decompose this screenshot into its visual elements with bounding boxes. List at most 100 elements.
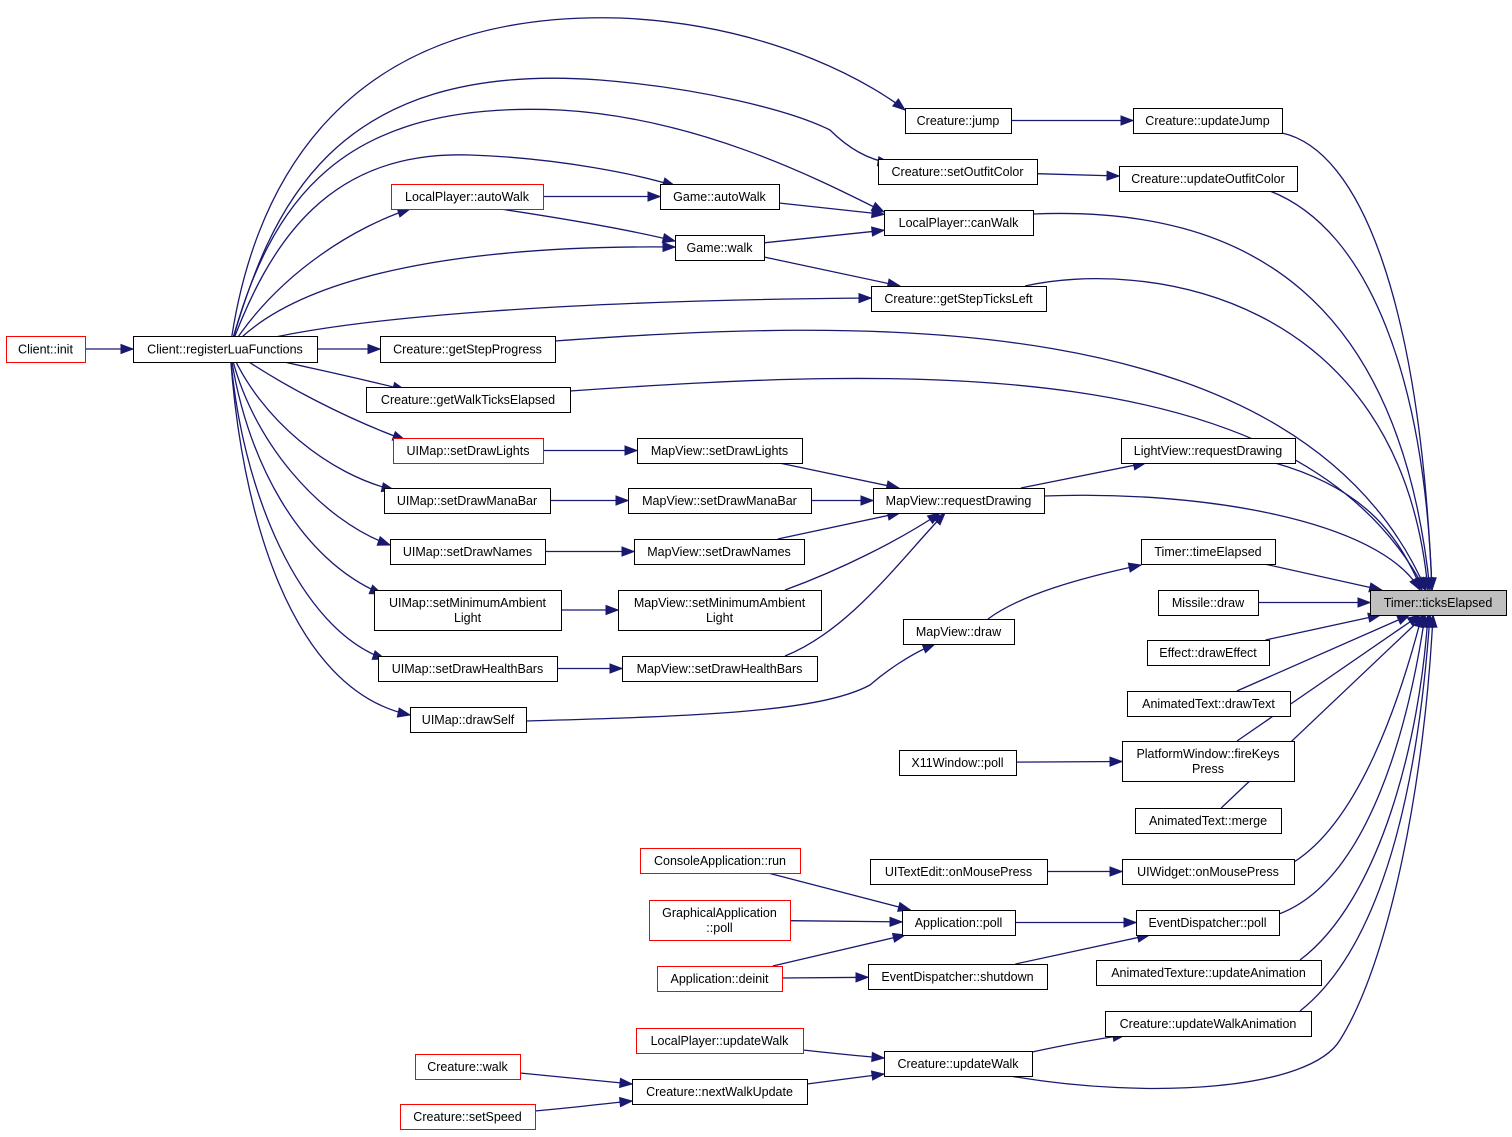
node-update-walk-anim[interactable]: Creature::updateWalkAnimation bbox=[1105, 1011, 1312, 1037]
node-console-run[interactable]: ConsoleApplication::run bbox=[640, 848, 801, 874]
node-x11-poll[interactable]: X11Window::poll bbox=[899, 750, 1017, 776]
edge-register-lua-to-get-step-ticks-left bbox=[229, 297, 872, 350]
node-uimap-set-draw-lights[interactable]: UIMap::setDrawLights bbox=[393, 438, 544, 464]
node-game-walk[interactable]: Game::walk bbox=[675, 235, 765, 261]
node-label: UIMap::drawSelf bbox=[422, 713, 515, 727]
node-next-walk-update[interactable]: Creature::nextWalkUpdate bbox=[632, 1079, 808, 1105]
arrowhead-game-walk bbox=[661, 232, 677, 244]
arrowhead-ticks-elapsed bbox=[1427, 613, 1438, 628]
edge-mv-request-to-ticks-elapsed bbox=[1043, 494, 1421, 591]
node-mv-set-health[interactable]: MapView::setDrawHealthBars bbox=[622, 656, 818, 682]
node-label: Light bbox=[454, 611, 482, 625]
node-app-poll[interactable]: Application::poll bbox=[902, 910, 1016, 936]
node-box bbox=[636, 1028, 804, 1054]
node-app-deinit[interactable]: Application::deinit bbox=[657, 966, 783, 992]
node-mv-set-draw-lights[interactable]: MapView::setDrawLights bbox=[637, 438, 803, 464]
node-label: Creature::updateOutfitColor bbox=[1131, 172, 1285, 186]
arrowhead-mv-set-mana bbox=[615, 495, 630, 506]
node-update-walk[interactable]: Creature::updateWalk bbox=[884, 1051, 1033, 1077]
node-box bbox=[1105, 1011, 1312, 1037]
node-label: UIMap::setMinimumAmbient bbox=[389, 596, 547, 610]
node-register-lua[interactable]: Client::registerLuaFunctions bbox=[133, 336, 318, 363]
node-time-elapsed[interactable]: Timer::timeElapsed bbox=[1141, 539, 1276, 565]
node-uimap-set-mana[interactable]: UIMap::setDrawManaBar bbox=[384, 488, 551, 514]
node-animtext-merge[interactable]: AnimatedText::merge bbox=[1135, 808, 1282, 834]
node-box bbox=[905, 108, 1012, 134]
node-mv-set-mana[interactable]: MapView::setDrawManaBar bbox=[628, 488, 812, 514]
node-update-jump[interactable]: Creature::updateJump bbox=[1133, 108, 1283, 134]
edge-update-walk-anim-to-ticks-elapsed bbox=[1299, 614, 1431, 1012]
node-anim-texture[interactable]: AnimatedTexture::updateAnimation bbox=[1096, 960, 1322, 986]
edge-effect-draw-to-ticks-elapsed bbox=[1265, 614, 1381, 641]
edge-mv-set-health-to-mv-request bbox=[784, 512, 946, 657]
arrowhead-update-outfit-color bbox=[1106, 170, 1121, 181]
node-mv-draw[interactable]: MapView::draw bbox=[903, 619, 1015, 645]
node-label: LocalPlayer::autoWalk bbox=[405, 190, 530, 204]
node-label: Creature::setSpeed bbox=[413, 1110, 521, 1124]
edge-get-walk-ticks-to-ticks-elapsed bbox=[569, 377, 1426, 591]
node-box bbox=[1147, 640, 1270, 666]
node-label: ConsoleApplication::run bbox=[654, 854, 786, 868]
arrowhead-mv-set-draw-lights bbox=[624, 445, 639, 456]
edge-mv-request-to-lightview-request bbox=[1020, 462, 1146, 489]
node-textedit-press[interactable]: UITextEdit::onMousePress bbox=[870, 859, 1048, 885]
arrowhead-mv-set-health bbox=[609, 663, 624, 674]
arrowhead-game-walk bbox=[662, 241, 677, 253]
edge-mv-set-ambient-to-mv-request bbox=[784, 512, 941, 591]
node-mv-request[interactable]: MapView::requestDrawing bbox=[873, 488, 1045, 514]
edge-set-speed-to-next-walk-update bbox=[534, 1100, 633, 1112]
arrowhead-update-walk bbox=[871, 1051, 886, 1063]
arrowhead-ticks-elapsed bbox=[1357, 597, 1372, 608]
edge-set-outfit-color-to-update-outfit-color bbox=[1036, 173, 1120, 177]
edge-x11-poll-to-fire-keys bbox=[1015, 760, 1123, 763]
arrowhead-mv-request bbox=[860, 495, 875, 506]
edge-get-step-ticks-left-to-ticks-elapsed bbox=[1024, 278, 1429, 591]
node-uimap-set-health[interactable]: UIMap::setDrawHealthBars bbox=[378, 656, 558, 682]
node-uimap-draw-self[interactable]: UIMap::drawSelf bbox=[410, 707, 527, 733]
arrowhead-lp-can-walk bbox=[871, 207, 886, 219]
node-set-outfit-color[interactable]: Creature::setOutfitColor bbox=[878, 159, 1038, 185]
edge-update-outfit-color-to-ticks-elapsed bbox=[1269, 190, 1433, 591]
edge-register-lua-to-game-auto-walk bbox=[229, 154, 676, 350]
arrowhead-get-step-ticks-left bbox=[858, 292, 873, 304]
node-dispatcher-shutdown[interactable]: EventDispatcher::shutdown bbox=[868, 964, 1048, 990]
arrowhead-mv-set-names bbox=[621, 546, 636, 557]
node-lp-can-walk[interactable]: LocalPlayer::canWalk bbox=[884, 210, 1034, 236]
node-lp-update-walk[interactable]: LocalPlayer::updateWalk bbox=[636, 1028, 804, 1054]
node-box bbox=[400, 1104, 536, 1130]
node-animtext-draw[interactable]: AnimatedText::drawText bbox=[1127, 691, 1291, 717]
edge-fire-keys-to-ticks-elapsed bbox=[1236, 614, 1421, 742]
node-set-speed[interactable]: Creature::setSpeed bbox=[400, 1104, 536, 1130]
node-effect-draw[interactable]: Effect::drawEffect bbox=[1147, 640, 1270, 666]
node-game-auto-walk[interactable]: Game::autoWalk bbox=[660, 184, 780, 210]
node-ticks-elapsed[interactable]: Timer::ticksElapsed bbox=[1370, 590, 1507, 616]
node-lightview-request[interactable]: LightView::requestDrawing bbox=[1121, 438, 1296, 464]
node-get-step-ticks-left[interactable]: Creature::getStepTicksLeft bbox=[871, 286, 1047, 312]
edge-register-lua-to-uimap-set-mana bbox=[229, 348, 395, 491]
node-label: MapView::setMinimumAmbient bbox=[634, 596, 806, 610]
node-graphical-poll[interactable]: GraphicalApplication::poll bbox=[649, 900, 791, 941]
node-widget-press[interactable]: UIWidget::onMousePress bbox=[1122, 859, 1295, 885]
node-creature-walk[interactable]: Creature::walk bbox=[415, 1054, 521, 1080]
node-uimap-set-names[interactable]: UIMap::setDrawNames bbox=[390, 539, 546, 565]
node-missile-draw[interactable]: Missile::draw bbox=[1158, 590, 1259, 616]
edge-register-lua-to-game-walk bbox=[229, 246, 676, 350]
node-box bbox=[393, 438, 544, 464]
node-lp-auto-walk[interactable]: LocalPlayer::autoWalk bbox=[391, 184, 544, 210]
node-update-outfit-color[interactable]: Creature::updateOutfitColor bbox=[1119, 166, 1298, 192]
node-client-init[interactable]: Client::init bbox=[6, 336, 86, 363]
node-get-step-progress[interactable]: Creature::getStepProgress bbox=[380, 336, 556, 363]
node-box bbox=[878, 159, 1038, 185]
node-dispatcher-poll[interactable]: EventDispatcher::poll bbox=[1136, 910, 1280, 936]
node-label: AnimatedText::drawText bbox=[1142, 697, 1275, 711]
edge-update-jump-to-ticks-elapsed bbox=[1281, 132, 1433, 591]
arrowhead-mv-set-ambient bbox=[605, 604, 620, 616]
edge-anim-texture-to-ticks-elapsed bbox=[1299, 614, 1429, 961]
node-get-walk-ticks[interactable]: Creature::getWalkTicksElapsed bbox=[366, 387, 571, 413]
node-jump[interactable]: Creature::jump bbox=[905, 108, 1012, 134]
node-mv-set-names[interactable]: MapView::setDrawNames bbox=[634, 539, 805, 565]
edge-lightview-request-to-ticks-elapsed bbox=[1274, 462, 1423, 591]
